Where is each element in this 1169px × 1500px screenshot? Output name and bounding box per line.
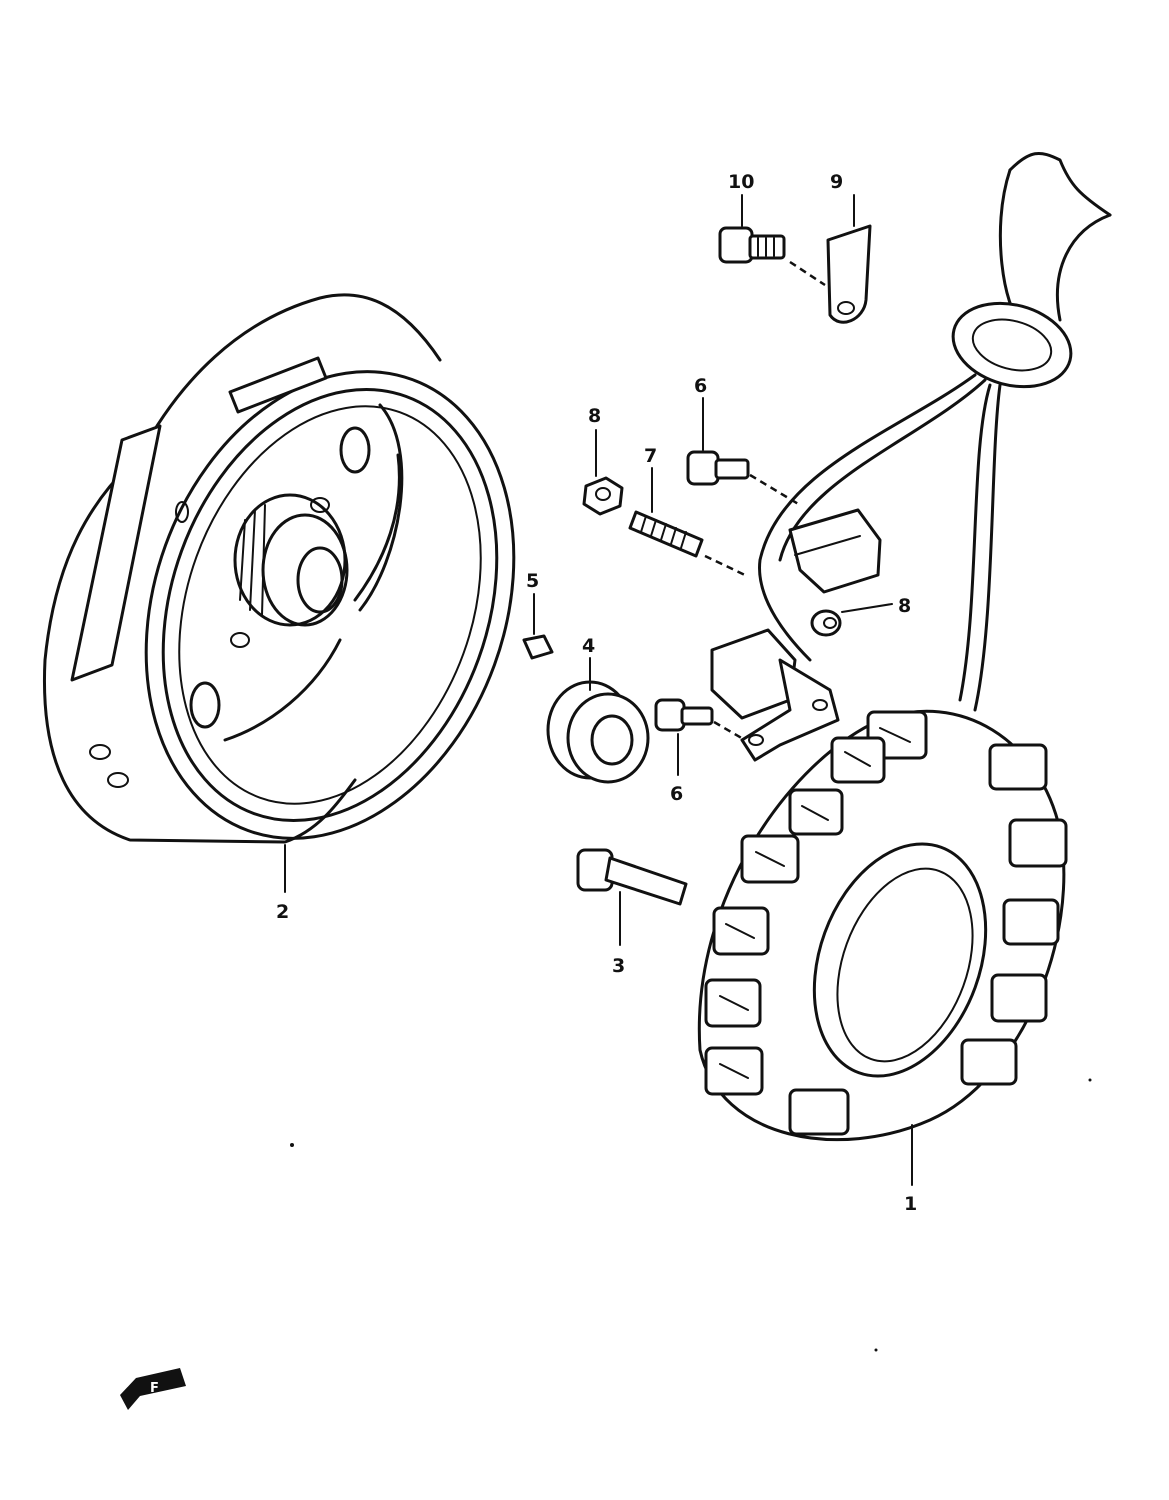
- screw-6-upper: [686, 450, 750, 486]
- bolt-11: [718, 226, 786, 264]
- stud-7: [628, 510, 704, 558]
- callout-6-lower: 6: [670, 783, 683, 805]
- callout-11: 10: [728, 171, 754, 193]
- bolt-3: [576, 848, 688, 906]
- callout-2: 2: [276, 901, 289, 923]
- clamp-10: [826, 224, 872, 324]
- callout-5: 5: [526, 570, 539, 592]
- callout-6-upper: 6: [694, 375, 707, 397]
- callout-8-label: 8: [898, 595, 911, 617]
- callout-10: 9: [830, 171, 843, 193]
- front-arrow-icon: F: [120, 1368, 186, 1410]
- callout-7: 7: [644, 445, 657, 467]
- front-badge-label: F: [150, 1381, 159, 1396]
- nut-9: [582, 476, 624, 516]
- bush-4: [546, 680, 650, 784]
- pulser-coil-assembly: [710, 508, 882, 762]
- callout-1: 1: [904, 1193, 917, 1215]
- callout-9: 8: [588, 405, 601, 427]
- callout-3: 3: [612, 955, 625, 977]
- flywheel-rotor: [42, 293, 516, 844]
- callout-4: 4: [582, 635, 595, 657]
- clip-8: [810, 609, 842, 637]
- stator: [697, 709, 1068, 1142]
- screw-6-lower: [654, 698, 714, 732]
- key-5: [522, 634, 554, 660]
